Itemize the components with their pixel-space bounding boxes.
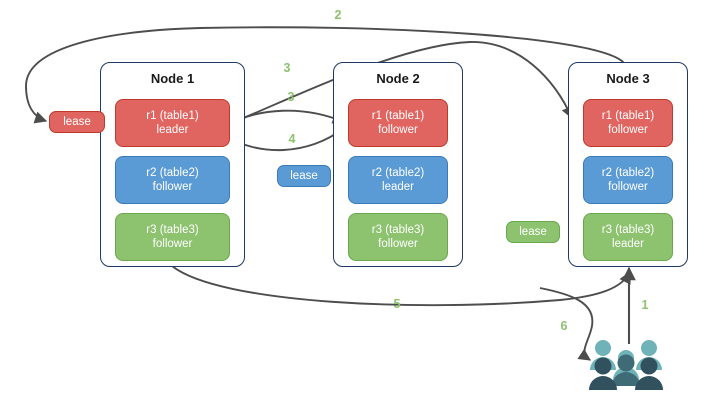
people-group-icon xyxy=(589,340,663,390)
node-3-replica-r1-name: r1 (table1) xyxy=(601,110,655,122)
node-1-replica-r1[interactable]: r1 (table1) leader xyxy=(115,99,230,147)
node-1-title: Node 1 xyxy=(150,71,195,86)
edge-6-path xyxy=(539,287,594,361)
node-1-replica-r3-name: r3 (table3) xyxy=(146,224,199,236)
node-1-container[interactable]: Node 1 r1 (table1) leader r2 (table2) fo… xyxy=(100,62,245,267)
edge-label-3-lower: 3 xyxy=(287,90,295,104)
node-2-replica-r3-role: follower xyxy=(378,238,418,250)
node-2-replica-r1-name: r1 (table1) xyxy=(371,110,425,122)
node-3-container[interactable]: Node 3 r1 (table1) follower r2 (table2) … xyxy=(568,62,688,267)
edge-2-path xyxy=(25,26,625,124)
node-1-replica-r2[interactable]: r2 (table2) follower xyxy=(115,156,230,204)
lease-badge-green[interactable]: lease xyxy=(506,221,560,243)
node-1-replica-r1-role: leader xyxy=(156,124,189,136)
edge-label-1: 1 xyxy=(641,298,649,312)
node-3-replica-r1[interactable]: r1 (table1) follower xyxy=(583,99,673,147)
node-3-replica-r2[interactable]: r2 (table2) follower xyxy=(583,156,673,204)
edge-label-4: 4 xyxy=(288,132,296,146)
lease-badge-red[interactable]: lease xyxy=(49,111,105,133)
node-1-replica-r3-role: follower xyxy=(152,238,193,250)
node-2-replica-r2-name: r2 (table2) xyxy=(371,167,425,179)
node-1-replica-r2-name: r2 (table2) xyxy=(146,167,199,179)
edge-label-2: 2 xyxy=(334,8,342,22)
node-3-replica-r1-role: follower xyxy=(608,124,648,136)
node-3-replica-r2-name: r2 (table2) xyxy=(601,167,655,179)
node-1-replica-r1-name: r1 (table1) xyxy=(146,110,199,122)
node-2-replica-r3[interactable]: r3 (table3) follower xyxy=(348,213,448,261)
node-3-replica-r3-name: r3 (table3) xyxy=(601,224,655,236)
node-2-title: Node 2 xyxy=(376,71,420,86)
lease-badge-blue-label: lease xyxy=(290,170,318,182)
node-3-replica-r3-role: leader xyxy=(612,238,644,250)
edge-3-long-path xyxy=(221,41,574,128)
node-2-container[interactable]: Node 2 r1 (table1) follower r2 (table2) … xyxy=(333,62,463,267)
node-1-replica-r3[interactable]: r3 (table3) follower xyxy=(115,213,230,261)
edge-label-3-upper: 3 xyxy=(283,61,291,75)
node-2-replica-r3-name: r3 (table3) xyxy=(371,224,425,236)
lease-badge-green-label: lease xyxy=(519,226,547,238)
node-3-replica-r3[interactable]: r3 (table3) leader xyxy=(583,213,673,261)
edge-5-path xyxy=(171,265,631,307)
lease-badge-blue[interactable]: lease xyxy=(277,165,331,187)
edge-label-5: 5 xyxy=(393,297,401,311)
lease-badge-red-label: lease xyxy=(63,116,91,128)
node-2-replica-r1[interactable]: r1 (table1) follower xyxy=(348,99,448,147)
node-3-title: Node 3 xyxy=(606,71,650,86)
node-2-replica-r2-role: leader xyxy=(382,181,414,193)
node-1-replica-r2-role: follower xyxy=(152,181,193,193)
edge-label-6: 6 xyxy=(560,319,568,333)
node-2-replica-r2[interactable]: r2 (table2) leader xyxy=(348,156,448,204)
node-3-replica-r2-role: follower xyxy=(608,181,648,193)
node-2-replica-r1-role: follower xyxy=(378,124,418,136)
